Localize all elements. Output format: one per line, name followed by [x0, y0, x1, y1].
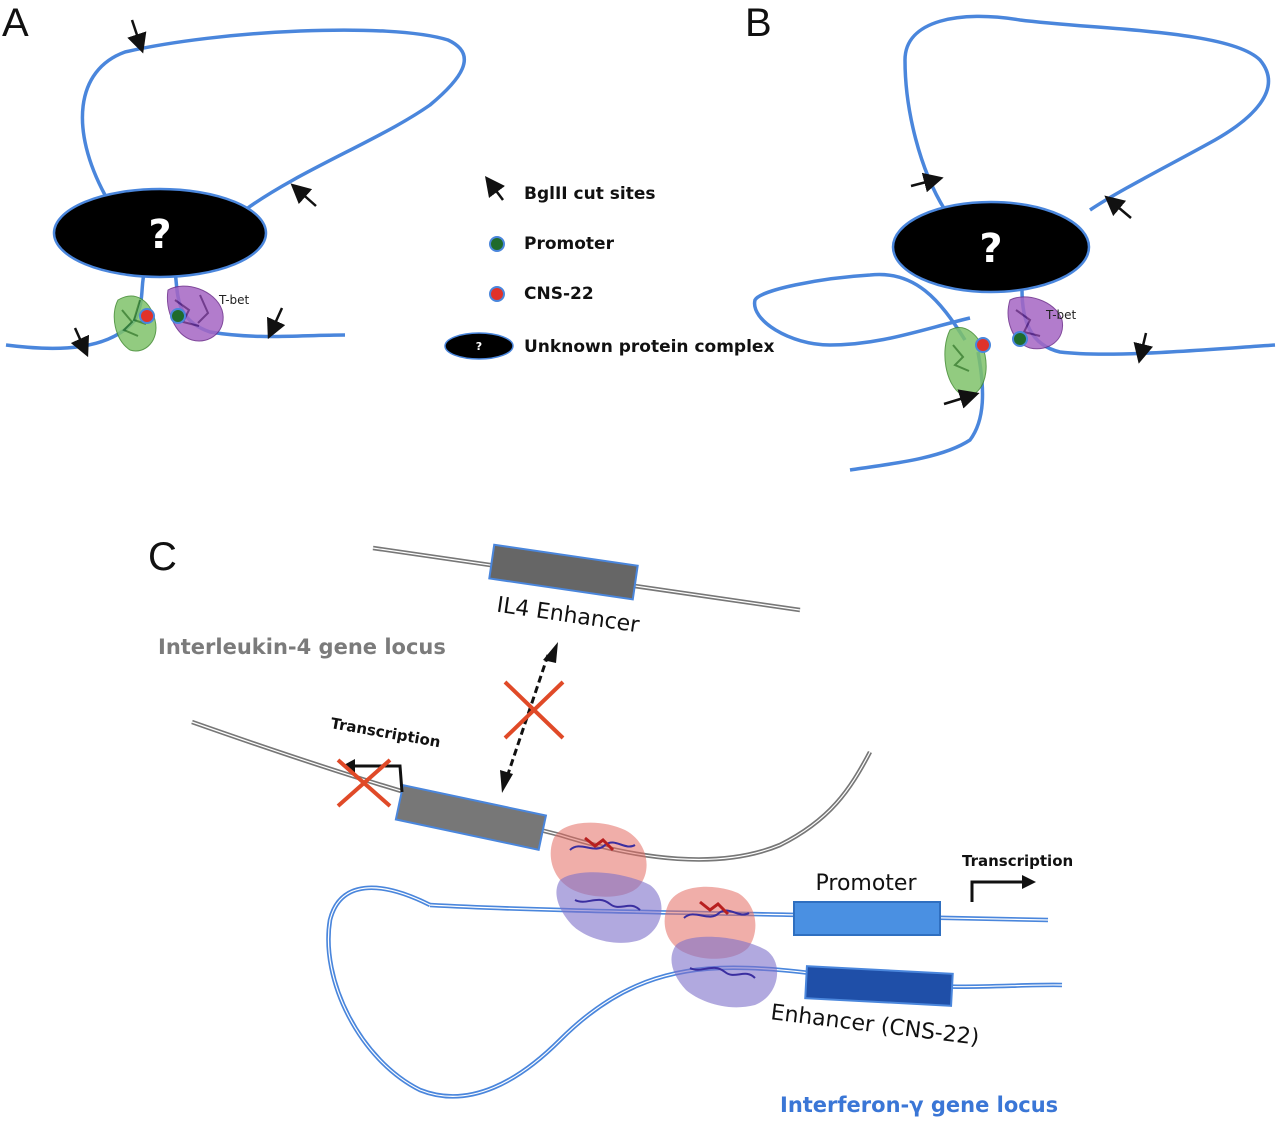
il4-enhancer-box [488, 543, 639, 601]
il4-enhancer-label: IL4 Enhancer [495, 593, 642, 639]
panel-c: C IL4 Enhancer Interleukin-4 gene locus … [148, 535, 1073, 1117]
il4-transcription-blocked-cross [336, 758, 392, 808]
ifng-promoter-box [793, 901, 941, 936]
ifng-enhancer-box [804, 965, 954, 1007]
panel-c-letter: C [148, 535, 177, 579]
panel-a-cut-arrow-3 [70, 327, 90, 358]
interaction-blocked-cross [503, 680, 565, 740]
panel-b-dna-loop-top [903, 14, 1271, 212]
panel-a-question-mark: ? [148, 212, 171, 258]
panel-b-letter: B [745, 1, 772, 45]
legend-cns22-label: CNS-22 [524, 284, 594, 304]
panel-b-cut-arrow-3 [1133, 332, 1154, 364]
panel-b-cns22-dot [975, 337, 991, 353]
panel-a-dna-loop [80, 28, 467, 212]
legend-complex-symbol: ? [476, 340, 482, 353]
protein-complex-2 [664, 886, 778, 1008]
il4-transcription-label: Transcription [329, 714, 442, 751]
legend-complex-icon [444, 332, 514, 360]
panel-a-promoter-dot [170, 308, 186, 324]
ifng-promoter-label: Promoter [816, 871, 918, 896]
panel-b-cut-arrow-1 [910, 172, 944, 193]
ifng-locus-label: Interferon-γ gene locus [780, 1093, 1058, 1117]
panel-b-unknown-complex [891, 200, 1091, 294]
panel-b-tbet-label: T-bet [1045, 308, 1077, 322]
il4-gene-box [394, 784, 548, 851]
ifng-transcription-label: Transcription [962, 852, 1073, 870]
ifng-transcription-arrow [970, 880, 1022, 902]
panel-a-cns22-dot [139, 308, 155, 324]
legend-promoter-label: Promoter [524, 234, 615, 254]
panel-b-cut-arrow-2 [1104, 195, 1132, 219]
interaction-arrowhead-top [543, 642, 558, 663]
panel-b-dna-strand-lower [849, 351, 985, 472]
il4-transcription-arrow [355, 764, 404, 793]
legend-unknown-label: Unknown protein complex [524, 337, 774, 357]
ifng-enhancer-label: Enhancer (CNS-22) [769, 1000, 980, 1050]
panel-b: B ? T-bet [745, 1, 1276, 472]
legend-cns22-dot [489, 286, 505, 302]
panel-b-promoter-dot [1012, 331, 1028, 347]
legend-bglii-label: BglII cut sites [524, 184, 655, 204]
panel-a-cut-arrow-1 [127, 19, 147, 54]
panel-a: A ? T-bet [2, 1, 467, 358]
protein-complex-1 [550, 822, 662, 943]
panel-a-cut-arrow-2 [290, 183, 317, 207]
panel-b-question-mark: ? [979, 226, 1002, 272]
legend: BglII cut sites Promoter CNS-22 ? Unknow… [444, 176, 774, 360]
legend-arrow-icon [485, 176, 505, 201]
legend-promoter-dot [489, 236, 505, 252]
il4-locus-label: Interleukin-4 gene locus [158, 635, 446, 659]
panel-a-letter: A [2, 1, 29, 45]
ifng-transcription-arrowhead [1022, 875, 1036, 889]
panel-a-cut-arrow-4 [267, 307, 286, 340]
panel-a-unknown-complex [52, 187, 268, 279]
panel-b-dna-loop-left [752, 272, 971, 347]
panel-b-cut-arrow-4 [943, 389, 980, 409]
panel-a-tbet-label: T-bet [218, 293, 250, 307]
interaction-arrowhead-bottom [500, 770, 513, 793]
